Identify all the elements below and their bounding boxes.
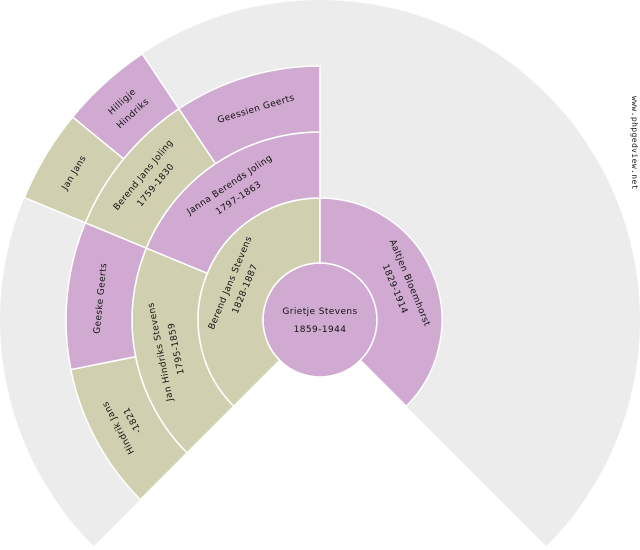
ancestor-cells bbox=[23, 52, 443, 501]
watermark: www.phpgedview.net bbox=[630, 96, 639, 190]
ancestor-label: Grietje Stevens 1859-1944 bbox=[282, 307, 357, 335]
ancestor-cell[interactable] bbox=[71, 52, 180, 160]
ancestor-cell[interactable] bbox=[177, 65, 321, 165]
ancestor-cell[interactable] bbox=[319, 197, 443, 408]
person-name: Grietje Stevens bbox=[282, 307, 357, 317]
person-dates: 1859-1944 bbox=[294, 325, 347, 335]
